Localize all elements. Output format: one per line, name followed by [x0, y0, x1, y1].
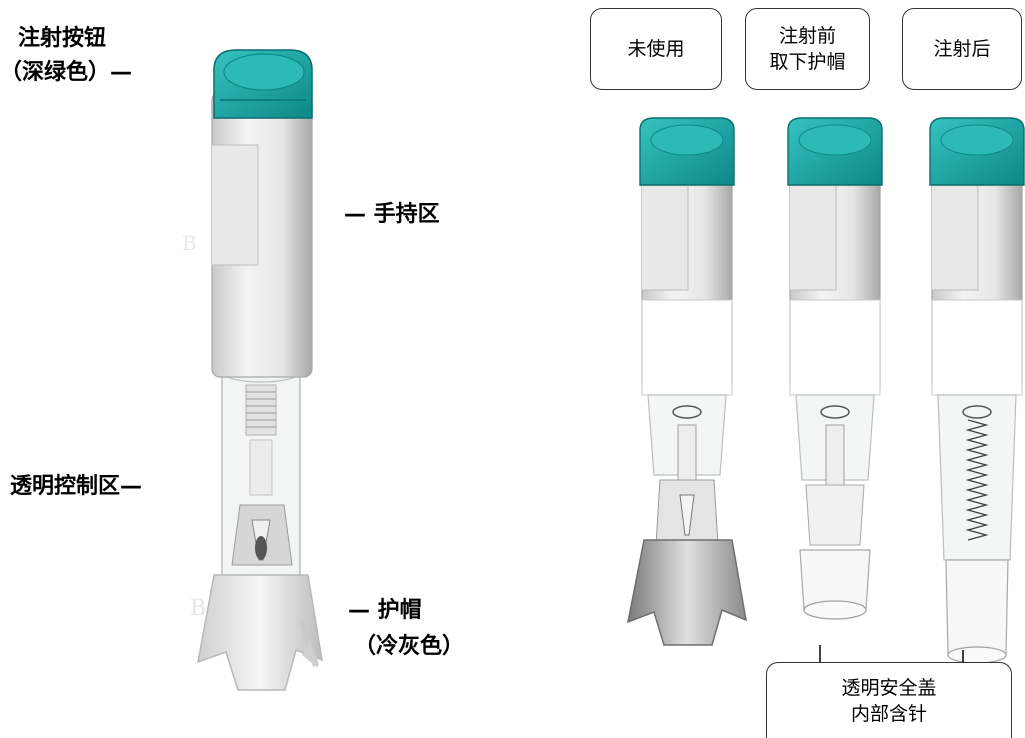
label-control-window: 透明控制区—	[10, 474, 143, 499]
pen-unused	[627, 117, 747, 646]
large-pen-cap: B	[190, 574, 323, 691]
state-box-cap-removed: 注射前 取下护帽	[745, 8, 870, 90]
large-pen-window	[221, 361, 301, 591]
watermark-b-lower: B	[190, 596, 206, 621]
state-box-after-injection: 注射后	[902, 8, 1022, 90]
label-cap-color: （冷灰色）	[354, 634, 465, 659]
label-grip-area: — 手持区	[344, 202, 440, 227]
state-box-unused-text: 未使用	[627, 38, 685, 60]
safety-cover-line1: 透明安全盖	[841, 676, 937, 699]
state-box-after-injection-text: 注射后	[933, 38, 991, 60]
label-injection-button: 注射按钮	[18, 26, 107, 51]
pen-cap-removed	[787, 117, 883, 662]
safety-cover-callout: 透明安全盖 内部含针	[766, 662, 1012, 738]
watermark-b-upper: B	[182, 231, 197, 255]
state-box-cap-removed-line1: 注射前	[778, 25, 836, 47]
large-pen-grip: B	[182, 91, 313, 378]
pen-after-injection	[929, 117, 1025, 664]
label-cap: — 护帽	[348, 598, 422, 623]
label-injection-button-color: （深绿色）—	[0, 60, 133, 85]
state-box-unused: 未使用	[590, 8, 722, 90]
state-box-cap-removed-line2: 取下护帽	[769, 51, 846, 73]
large-pen-button	[213, 49, 313, 119]
safety-cover-line2: 内部含针	[850, 702, 927, 725]
large-pen: B B	[182, 49, 323, 691]
